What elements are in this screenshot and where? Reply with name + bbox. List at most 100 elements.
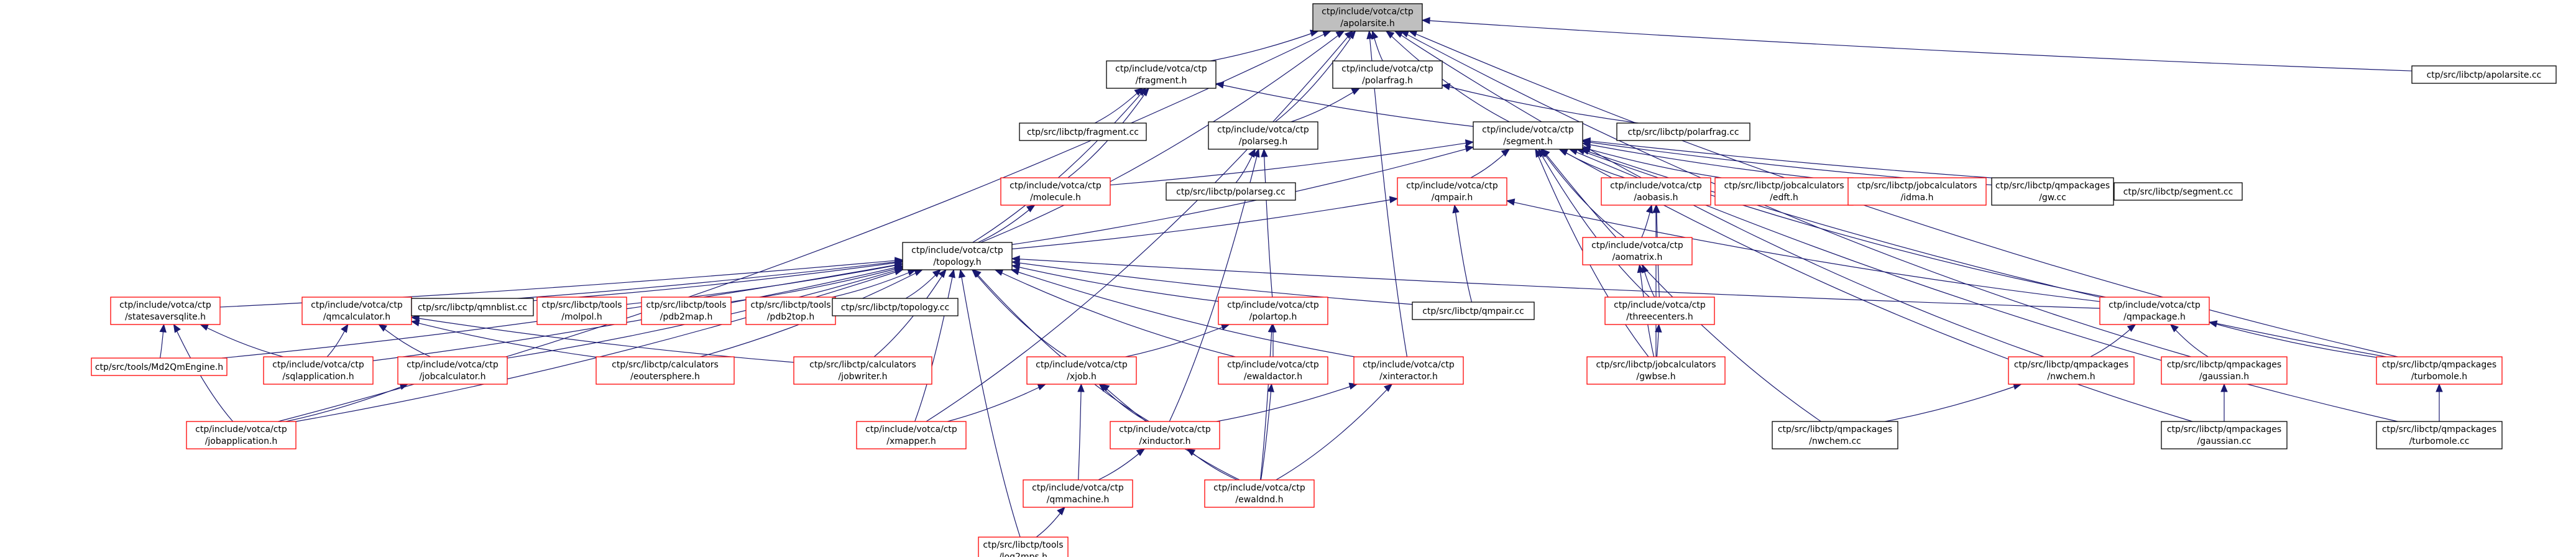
node-aomatrix-h[interactable]: ctp/include/votca/ctp/aomatrix.h — [1582, 237, 1693, 265]
node-label: ctp/include/votca/ctp — [911, 246, 1003, 255]
node-label: ctp/include/votca/ctp — [1032, 483, 1124, 493]
node-aobasis-h[interactable]: ctp/include/votca/ctp/aobasis.h — [1601, 177, 1711, 206]
arrowhead-icon — [1637, 264, 1645, 274]
node-box — [1312, 3, 1423, 32]
arrowhead-icon — [1642, 264, 1649, 274]
node-md2qmengine-h[interactable]: ctp/src/tools/Md2QmEngine.h — [91, 357, 228, 376]
node-label: ctp/include/votca/ctp — [2109, 300, 2201, 310]
node-label: /qmmachine.h — [1047, 495, 1110, 505]
arrowhead-icon — [1057, 507, 1065, 516]
node-jobcalculator-h[interactable]: ctp/include/votca/ctp/jobcalculator.h — [397, 356, 508, 385]
node-box — [1204, 479, 1315, 508]
node-box — [1616, 122, 1750, 141]
node-box — [1106, 60, 1217, 89]
node-ewaldnd-h[interactable]: ctp/include/votca/ctp/ewaldnd.h — [1204, 479, 1315, 508]
node-qmcalculator-h[interactable]: ctp/include/votca/ctp/qmcalculator.h — [301, 297, 412, 325]
node-xmapper-h[interactable]: ctp/include/votca/ctp/xmapper.h — [856, 421, 967, 449]
node-apolarsite-cc[interactable]: ctp/src/libctp/apolarsite.cc — [2411, 65, 2557, 84]
node-pdb2top-h[interactable]: ctp/src/libctp/tools/pdb2top.h — [745, 297, 836, 325]
node-box — [1714, 177, 1854, 206]
dependency-edge-pdb2top_h-to-topology_h — [832, 269, 916, 298]
node-jobwriter-h[interactable]: ctp/src/libctp/calculators/jobwriter.h — [793, 356, 932, 385]
node-topology-cc[interactable]: ctp/src/libctp/topology.cc — [832, 298, 959, 316]
arrowhead-icon — [173, 323, 181, 333]
arrowhead-icon — [1026, 205, 1036, 213]
node-gw-cc[interactable]: ctp/src/libctp/qmpackages/gw.cc — [1991, 177, 2114, 206]
node-polarseg-h[interactable]: ctp/include/votca/ctp/polarseg.h — [1208, 121, 1318, 150]
dependency-edge-sqlapplication_h-to-topology_h — [372, 265, 903, 361]
node-turbomole-cc[interactable]: ctp/src/libctp/qmpackages/turbomole.cc — [2376, 421, 2503, 449]
dependency-edge-nwchem_cc-to-nwchem_h — [1885, 384, 2022, 422]
node-idma-h[interactable]: ctp/src/libctp/jobcalculators/idma.h — [1847, 177, 1987, 206]
arrowhead-icon — [1655, 323, 1662, 333]
node-box — [832, 298, 959, 316]
node-turbomole-h[interactable]: ctp/src/libctp/qmpackages/turbomole.h — [2376, 356, 2503, 385]
node-label: ctp/include/votca/ctp — [1119, 425, 1211, 435]
arrowhead-icon — [1541, 149, 1550, 157]
node-qmnblist-cc[interactable]: ctp/src/libctp/qmnblist.cc — [411, 298, 534, 316]
node-xinductor-h[interactable]: ctp/include/votca/ctp/xinductor.h — [1110, 421, 1220, 449]
node-label: ctp/src/libctp/qmpackages — [1995, 181, 2110, 191]
node-label: ctp/include/votca/ctp — [1406, 181, 1498, 191]
node-fragment-h[interactable]: ctp/include/votca/ctp/fragment.h — [1106, 60, 1217, 89]
node-log2mps-h[interactable]: ctp/src/libctp/tools/log2mps.h — [978, 536, 1069, 557]
node-sqlapplication-h[interactable]: ctp/include/votca/ctp/sqlapplication.h — [263, 356, 374, 385]
node-polarfrag-cc[interactable]: ctp/src/libctp/polarfrag.cc — [1616, 122, 1750, 141]
dependency-edge-xmapper_h-to-topology_h — [914, 269, 954, 422]
node-gwbse-h[interactable]: ctp/src/libctp/jobcalculators/gwbse.h — [1586, 356, 1726, 385]
dependency-edge-xjob_h-to-topology_h — [972, 269, 1067, 357]
node-gaussian-h[interactable]: ctp/src/libctp/qmpackages/gaussian.h — [2161, 356, 2288, 385]
node-xinteractor-h[interactable]: ctp/include/votca/ctp/xinteractor.h — [1353, 356, 1464, 385]
node-apolarsite-h[interactable]: ctp/include/votca/ctp/apolarsite.h — [1312, 3, 1423, 32]
node-box — [411, 298, 534, 316]
node-label: ctp/src/tools/Md2QmEngine.h — [95, 362, 223, 372]
node-ewaldactor-h[interactable]: ctp/include/votca/ctp/ewaldactor.h — [1218, 356, 1328, 385]
node-label: ctp/src/libctp/calculators — [809, 360, 916, 370]
arrowhead-icon — [1389, 196, 1399, 203]
node-qmpair-cc[interactable]: ctp/src/libctp/qmpair.cc — [1412, 302, 1535, 320]
node-segment-h[interactable]: ctp/include/votca/ctp/segment.h — [1473, 121, 1583, 150]
node-fragment-cc[interactable]: ctp/src/libctp/fragment.cc — [1019, 122, 1147, 141]
node-qmpair-h[interactable]: ctp/include/votca/ctp/qmpair.h — [1397, 177, 1507, 206]
node-label: ctp/include/votca/ctp — [1010, 181, 1102, 191]
node-label: /threecenters.h — [1626, 312, 1693, 322]
node-molecule-h[interactable]: ctp/include/votca/ctp/molecule.h — [1000, 177, 1111, 206]
node-box — [1026, 356, 1137, 385]
node-segment-cc[interactable]: ctp/src/libctp/segment.cc — [2114, 182, 2243, 201]
node-label: ctp/include/votca/ctp — [1591, 241, 1683, 251]
node-pdb2map-h[interactable]: ctp/src/libctp/tools/pdb2map.h — [641, 297, 732, 325]
node-polarfrag-h[interactable]: ctp/include/votca/ctp/polarfrag.h — [1332, 60, 1443, 89]
node-box — [2161, 356, 2288, 385]
dependency-edge-aomatrix_h-to-segment_h — [1540, 149, 1625, 238]
node-box — [110, 297, 221, 325]
dependency-edge-qmmachine_h-to-xjob_h — [1078, 384, 1082, 481]
node-label: ctp/include/votca/ctp — [865, 425, 957, 435]
node-eoutersphere-h[interactable]: ctp/src/libctp/calculators/eoutersphere.… — [596, 356, 735, 385]
node-threecenters-h[interactable]: ctp/include/votca/ctp/threecenters.h — [1604, 297, 1715, 325]
arrowhead-icon — [1267, 323, 1276, 333]
node-qmmachine-h[interactable]: ctp/include/votca/ctp/qmmachine.h — [1023, 479, 1133, 508]
node-nwchem-cc[interactable]: ctp/src/libctp/qmpackages/nwchem.cc — [1772, 421, 1898, 449]
node-jobapplication-h[interactable]: ctp/include/votca/ctp/jobapplication.h — [186, 421, 297, 449]
dependency-edge-gaussian_h-to-apolarsite_h — [1401, 30, 2191, 357]
node-polartop-h[interactable]: ctp/include/votca/ctp/polartop.h — [1218, 297, 1328, 325]
node-label: ctp/src/libctp/tools — [646, 300, 726, 310]
arrowhead-icon — [1581, 137, 1591, 145]
node-label: /polarseg.h — [1239, 137, 1288, 147]
node-statesaversqlite-h[interactable]: ctp/include/votca/ctp/statesaversqlite.h — [110, 297, 221, 325]
node-nwchem-h[interactable]: ctp/src/libctp/qmpackages/nwchem.h — [2008, 356, 2135, 385]
node-qmpackage-h[interactable]: ctp/include/votca/ctp/qmpackage.h — [2099, 297, 2210, 325]
node-gaussian-cc[interactable]: ctp/src/libctp/qmpackages/gaussian.cc — [2161, 421, 2288, 449]
arrowhead-icon — [2436, 383, 2443, 392]
node-box — [1166, 182, 1296, 201]
node-label: ctp/src/libctp/qmpair.cc — [1422, 306, 1524, 316]
node-box — [1412, 302, 1535, 320]
node-box — [186, 421, 297, 449]
node-box — [1353, 356, 1464, 385]
dependency-edge-molecule_h-to-segment_h — [1110, 141, 1474, 186]
node-polarseg-cc[interactable]: ctp/src/libctp/polarseg.cc — [1166, 182, 1296, 201]
node-edft-h[interactable]: ctp/src/libctp/jobcalculators/edft.h — [1714, 177, 1854, 206]
node-xjob-h[interactable]: ctp/include/votca/ctp/xjob.h — [1026, 356, 1137, 385]
node-molpol-h[interactable]: ctp/src/libctp/tools/molpol.h — [536, 297, 627, 325]
node-topology-h[interactable]: ctp/include/votca/ctp/topology.h — [902, 242, 1013, 270]
